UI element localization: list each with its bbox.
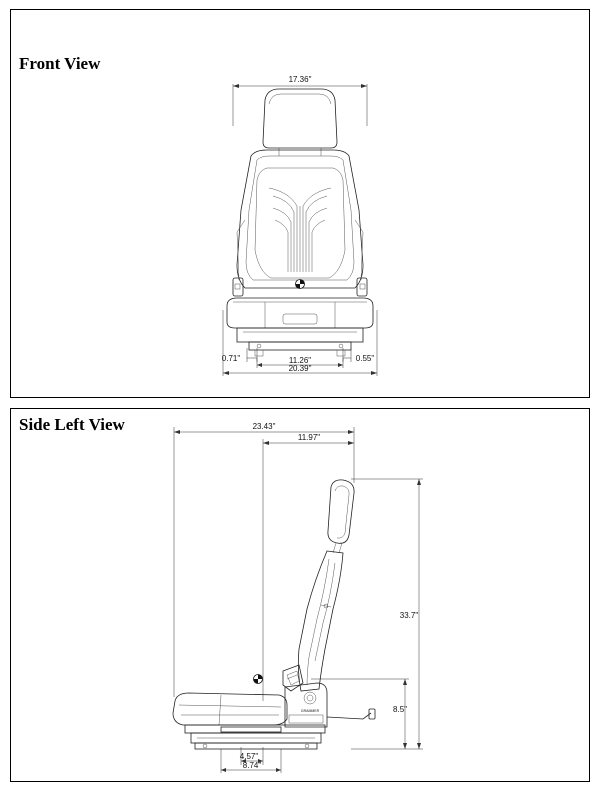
- dim-mount-width: 11.26": [256, 356, 344, 368]
- dim-base-width: 20.39": [222, 310, 378, 376]
- dim-right-offset-label: 0.55": [356, 354, 375, 363]
- dim-mount-depth-label: 8.74": [243, 761, 262, 770]
- dim-mount-offset-label: 4.57": [240, 752, 259, 761]
- dim-total-depth: 23.43": [173, 422, 355, 697]
- headrest: [262, 88, 338, 156]
- dim-top-width-label: 17.36": [289, 75, 312, 84]
- headrest: [327, 479, 355, 554]
- dim-total-height: 33.7": [351, 478, 423, 750]
- front-view-drawing: 17.36": [222, 75, 378, 376]
- dim-mount-width-label: 11.26": [289, 356, 311, 365]
- dim-mount-offset: 4.57": [240, 747, 264, 765]
- dim-left-offset-label: 0.71": [222, 354, 241, 363]
- brand-badge-icon: [253, 674, 263, 684]
- dim-total-depth-label: 23.43": [253, 422, 276, 431]
- lumbar-adjust: [282, 664, 304, 692]
- dim-top-width: 17.36": [232, 75, 368, 126]
- dim-seat-height-label: 8.5": [393, 705, 407, 714]
- side-brackets: [232, 277, 368, 297]
- seat-cushion: [226, 297, 374, 329]
- side-view-drawing: 23.43" 11.97" 33.7" 8.5": [172, 422, 423, 773]
- side-view-title: Side Left View: [19, 415, 125, 434]
- side-view-panel: Side Left View 23.43" 11.97" 33.7": [10, 408, 590, 782]
- backrest: [236, 149, 364, 289]
- dim-back-depth-label: 11.97": [298, 433, 320, 442]
- backrest: [297, 550, 344, 692]
- dim-mount-depth: 8.74": [220, 749, 282, 773]
- front-view-panel: Front View 17.36": [10, 9, 590, 398]
- side-bracket: GRAMMER: [284, 682, 328, 728]
- base-suspension: [236, 313, 364, 357]
- dim-base-width-label: 20.39": [289, 364, 312, 373]
- brand-badge-icon: [295, 279, 305, 289]
- dim-total-height-label: 33.7": [400, 611, 419, 620]
- base-suspension: GRAMMER: [184, 724, 326, 750]
- adjust-lever: [326, 708, 376, 720]
- dim-seat-height: 8.5": [311, 678, 409, 749]
- dim-back-depth: 11.97": [262, 433, 354, 701]
- bracket-brand-label: GRAMMER: [301, 709, 320, 713]
- seat-cushion: [172, 692, 288, 726]
- rail-brand-label: GRAMMER: [237, 728, 265, 733]
- front-view-title: Front View: [19, 54, 101, 73]
